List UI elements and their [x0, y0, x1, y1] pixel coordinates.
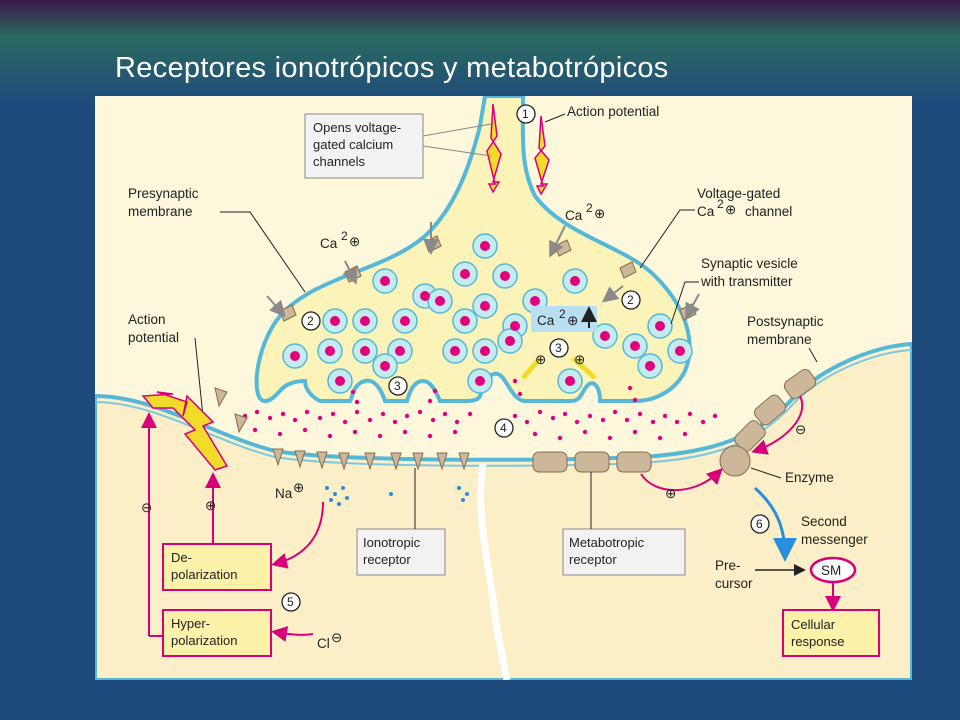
- chloride-label: Cl: [317, 636, 330, 651]
- calcium-label-left: Ca: [320, 236, 338, 251]
- action-potential-arrow-axon-2: [534, 115, 550, 196]
- sm-label: SM: [821, 563, 841, 578]
- calcium-box-label: Ca: [537, 313, 555, 328]
- calcium-entry-arrows: [266, 222, 700, 320]
- svg-text:2: 2: [341, 229, 348, 243]
- postsynaptic-membrane-label-1: Postsynaptic: [747, 314, 824, 329]
- step-5-marker: [281, 592, 301, 612]
- sodium-label: Na: [275, 486, 293, 501]
- enzyme-label: Enzyme: [785, 470, 834, 485]
- synapse-diagram: Ca 2 ⊕ ⊕ ⊕: [95, 96, 912, 680]
- synapse-diagram-panel: Ca 2 ⊕ ⊕ ⊕: [95, 96, 912, 680]
- svg-text:receptor: receptor: [569, 552, 617, 567]
- plus-icon-exo-right: ⊕: [574, 352, 585, 367]
- svg-text:polarization: polarization: [171, 633, 238, 648]
- action-potential-left-label-2: potential: [128, 330, 179, 345]
- svg-text:2: 2: [559, 307, 566, 321]
- hyperpolarization-box: [162, 609, 272, 657]
- precursor-label-1: Pre-: [715, 558, 741, 573]
- action-potential-top-label: Action potential: [567, 104, 659, 119]
- enzyme-shape: [719, 445, 751, 477]
- svg-text:De-: De-: [171, 550, 192, 565]
- chloride-minus-icon: ⊖: [331, 630, 342, 645]
- svg-text:Cellular: Cellular: [791, 617, 836, 632]
- title-band: [0, 0, 960, 105]
- calcium-plus-icon-right: ⊕: [594, 206, 605, 221]
- svg-text:2: 2: [627, 293, 634, 307]
- svg-text:3: 3: [394, 379, 401, 393]
- synaptic-vesicle-label-2: with transmitter: [700, 274, 793, 289]
- svg-text:6: 6: [756, 517, 763, 531]
- svg-text:receptor: receptor: [363, 552, 411, 567]
- svg-text:response: response: [791, 634, 844, 649]
- calcium-plus-icon-left: ⊕: [349, 234, 360, 249]
- svg-text:2: 2: [717, 197, 724, 211]
- step-2-marker-right: [621, 290, 641, 310]
- voltage-gated-label-2: Ca: [697, 204, 715, 219]
- svg-text:Ionotropic: Ionotropic: [363, 535, 421, 550]
- released-transmitter-dots: [242, 378, 718, 441]
- calcium-label-right: Ca: [565, 208, 583, 223]
- svg-text:5: 5: [287, 595, 294, 609]
- step-1-marker: [516, 104, 536, 124]
- cellular-response-box: [782, 609, 880, 657]
- cleft-fissure: [477, 463, 511, 680]
- voltage-gated-label-1: Voltage-gated: [697, 186, 780, 201]
- calcium-box-plus-icon: ⊕: [567, 313, 578, 328]
- voltage-gated-plus-icon: ⊕: [725, 202, 736, 217]
- svg-text:Metabotropic: Metabotropic: [569, 535, 645, 550]
- postsynaptic-membrane-label-2: membrane: [747, 332, 812, 347]
- svg-text:channels: channels: [313, 154, 366, 169]
- svg-text:Hyper-: Hyper-: [171, 616, 210, 631]
- second-messenger-label-1: Second: [801, 514, 847, 529]
- hyperpolarization-minus-icon: ⊖: [141, 500, 152, 515]
- metabotropic-receptor-box: [562, 528, 686, 576]
- second-messenger-arrow: [753, 486, 797, 562]
- step-2-marker-left: [301, 311, 321, 331]
- action-potential-arrow-axon-1: [486, 103, 502, 194]
- depolarization-plus-icon: ⊕: [205, 498, 216, 513]
- action-potential-left-label-1: Action: [128, 312, 166, 327]
- presynaptic-membrane-label-2: membrane: [128, 204, 193, 219]
- synaptic-vesicle-label-1: Synaptic vesicle: [701, 256, 798, 271]
- membrane-protein-chain: [734, 369, 817, 452]
- sodium-plus-icon: ⊕: [293, 480, 304, 495]
- depolarization-box: [162, 543, 272, 591]
- exocytosis-arrow-right: [571, 356, 597, 380]
- precursor-label-2: cursor: [715, 576, 753, 591]
- presynaptic-membrane-label-1: Presynaptic: [128, 186, 199, 201]
- slide-title: Receptores ionotrópicos y metabotrópicos: [115, 52, 669, 84]
- ionotropic-receptors: [214, 387, 470, 471]
- enzyme-minus-icon: ⊖: [795, 422, 806, 437]
- svg-text:4: 4: [500, 421, 507, 435]
- exocytosis-arrow-left: [521, 356, 542, 380]
- voltage-gated-label-3: channel: [745, 204, 792, 219]
- svg-text:3: 3: [555, 341, 562, 355]
- svg-text:polarization: polarization: [171, 567, 238, 582]
- svg-text:Opens voltage-: Opens voltage-: [313, 120, 401, 135]
- step-4-marker: [494, 418, 514, 438]
- plus-icon-exo-left: ⊕: [535, 352, 546, 367]
- svg-text:1: 1: [522, 107, 529, 121]
- second-messenger-label-2: messenger: [801, 532, 868, 547]
- svg-text:2: 2: [586, 201, 593, 215]
- step-3-marker-left: [388, 376, 408, 396]
- svg-text:gated calcium: gated calcium: [313, 137, 393, 152]
- ionotropic-receptor-box: [356, 528, 446, 576]
- svg-text:2: 2: [307, 314, 314, 328]
- action-potential-arrow-left: [141, 391, 229, 471]
- step-3-marker-right: [549, 338, 569, 358]
- vesicle-transmitter-dots: [290, 241, 685, 386]
- step-6-marker: [750, 514, 770, 534]
- enzyme-plus-icon: ⊕: [665, 486, 676, 501]
- sodium-ions: [325, 486, 469, 506]
- metabotropic-receptor: [532, 451, 652, 473]
